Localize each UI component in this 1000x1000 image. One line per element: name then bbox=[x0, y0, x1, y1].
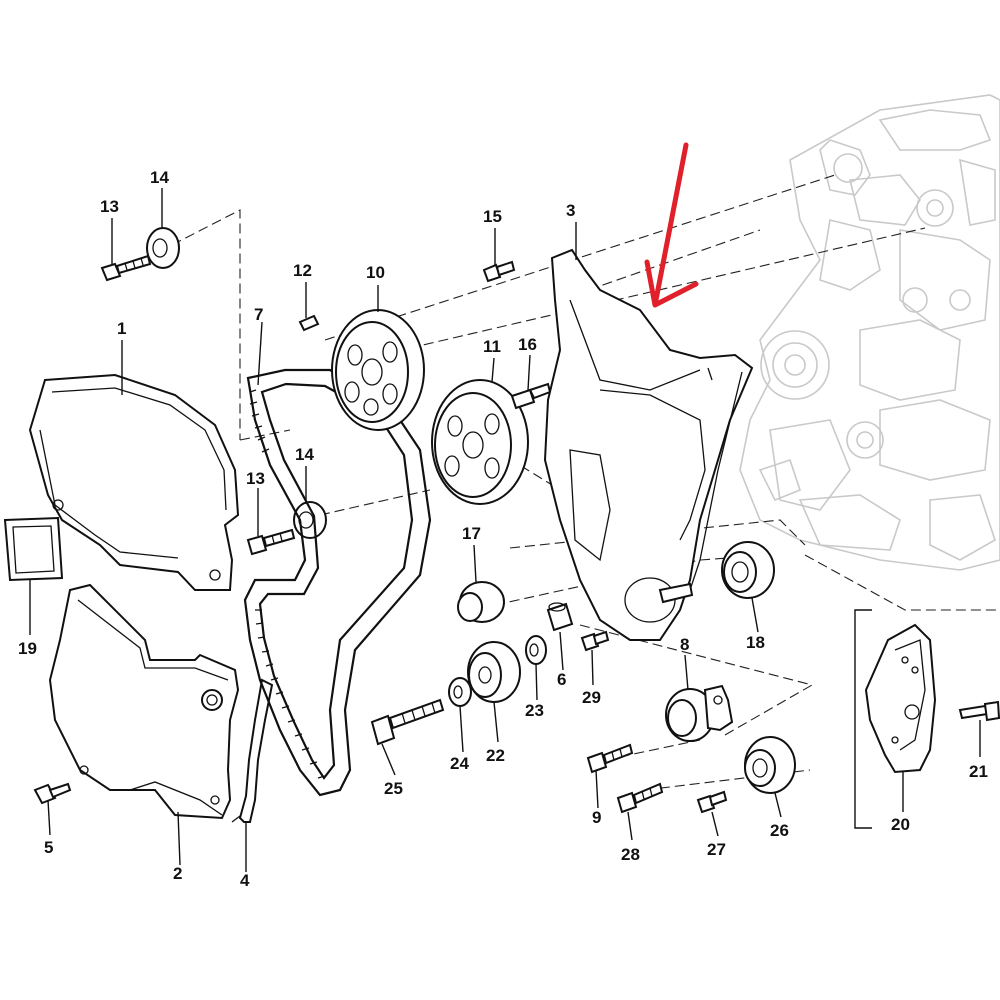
spacer-6 bbox=[546, 602, 574, 632]
tensioner-8 bbox=[665, 684, 734, 742]
label-part-19: 19 bbox=[18, 639, 37, 658]
label-part-21: 21 bbox=[969, 762, 988, 781]
label-part-14-upper: 14 bbox=[150, 168, 169, 187]
stud-16 bbox=[510, 382, 552, 410]
camshaft-pulley-10 bbox=[331, 309, 425, 431]
label-part-9: 9 bbox=[592, 808, 601, 827]
lower-timing-cover bbox=[48, 583, 240, 820]
bolt-9 bbox=[586, 743, 634, 774]
leader-lines bbox=[29, 188, 981, 872]
dowel-pin bbox=[298, 314, 320, 332]
label-part-28: 28 bbox=[621, 845, 640, 864]
idler-18 bbox=[721, 541, 775, 599]
label-part-14-lower: 14 bbox=[295, 445, 314, 464]
label-part-27: 27 bbox=[707, 840, 726, 859]
label-part-15: 15 bbox=[483, 207, 502, 226]
engine-block-background bbox=[739, 94, 1000, 571]
label-part-7: 7 bbox=[254, 305, 263, 324]
label-part-13-upper: 13 bbox=[100, 197, 119, 216]
camshaft-pulley-11 bbox=[431, 379, 529, 505]
bolt-28 bbox=[616, 782, 664, 814]
label-part-11: 11 bbox=[483, 337, 501, 356]
washer-14-upper bbox=[146, 227, 180, 269]
idler-26 bbox=[744, 736, 796, 794]
label-part-4: 4 bbox=[240, 871, 250, 890]
bolt-13-lower bbox=[246, 528, 296, 556]
crank-bolt-25 bbox=[370, 698, 445, 746]
timing-belt bbox=[243, 368, 432, 797]
bolt-29 bbox=[580, 630, 610, 652]
bolt-27 bbox=[696, 790, 728, 814]
label-part-25: 25 bbox=[384, 779, 403, 798]
bolt-21 bbox=[958, 700, 1000, 722]
label-part-23: 23 bbox=[525, 701, 544, 720]
washer-23 bbox=[525, 635, 547, 665]
rear-timing-cover bbox=[543, 248, 754, 641]
washer-24 bbox=[448, 677, 472, 707]
bracket-20 bbox=[864, 623, 937, 774]
label-part-5: 5 bbox=[44, 838, 53, 857]
label-part-17: 17 bbox=[462, 524, 481, 543]
inset-bracket-frame bbox=[854, 609, 872, 829]
label-part-13-lower: 13 bbox=[246, 469, 265, 488]
idler-17 bbox=[457, 581, 505, 623]
label-part-16: 16 bbox=[518, 335, 537, 354]
red-annotation-arrow bbox=[644, 142, 699, 308]
label-part-26: 26 bbox=[770, 821, 789, 840]
crankshaft-sprocket-22 bbox=[467, 641, 521, 703]
part-labels: 1 2 3 4 5 6 7 8 9 10 11 12 13 13 14 14 1… bbox=[18, 168, 988, 890]
bolt-13-upper bbox=[100, 254, 152, 282]
label-part-1: 1 bbox=[117, 319, 126, 338]
cover-seal-strip bbox=[231, 678, 274, 823]
label-part-12: 12 bbox=[293, 261, 312, 280]
label-part-3: 3 bbox=[566, 201, 575, 220]
bolt-15 bbox=[482, 260, 516, 283]
label-part-29: 29 bbox=[582, 688, 601, 707]
label-part-20: 20 bbox=[891, 815, 910, 834]
bolt-5 bbox=[33, 782, 72, 805]
cover-gasket bbox=[3, 516, 64, 582]
label-part-8: 8 bbox=[680, 635, 689, 654]
label-part-22: 22 bbox=[486, 746, 505, 765]
upper-timing-cover bbox=[28, 373, 240, 591]
label-part-18: 18 bbox=[746, 633, 765, 652]
label-part-24: 24 bbox=[450, 754, 469, 773]
label-part-2: 2 bbox=[173, 864, 182, 883]
label-part-6: 6 bbox=[557, 670, 566, 689]
label-part-10: 10 bbox=[366, 263, 385, 282]
